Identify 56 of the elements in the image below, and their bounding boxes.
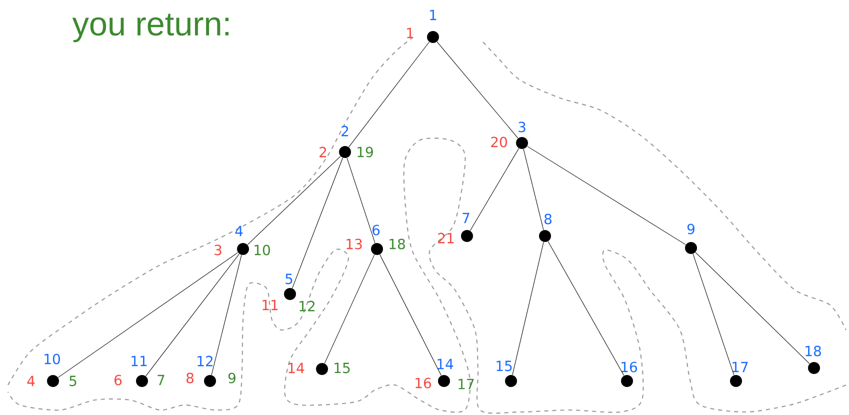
order-number: 17 bbox=[458, 378, 474, 390]
order-number: 11 bbox=[262, 300, 278, 310]
order-number: 2 bbox=[320, 146, 326, 158]
heading-text: you return: bbox=[72, 14, 229, 42]
node-number: 4 bbox=[235, 226, 243, 236]
order-number: 5 bbox=[70, 376, 76, 386]
tree-edge bbox=[380, 254, 442, 376]
tree-edge bbox=[211, 254, 242, 376]
order-number: 9 bbox=[228, 372, 236, 384]
order-number: 19 bbox=[358, 146, 373, 158]
order-number: 4 bbox=[27, 376, 35, 386]
node-number: 16 bbox=[622, 362, 638, 372]
tree-edge bbox=[146, 254, 240, 376]
order-number: 15 bbox=[334, 362, 350, 374]
node-number: 14 bbox=[438, 358, 454, 370]
node-number: 5 bbox=[286, 274, 292, 284]
order-number: 12 bbox=[300, 300, 314, 312]
tree-edge bbox=[346, 158, 376, 244]
node-number: 18 bbox=[806, 346, 821, 356]
tree-edge bbox=[58, 252, 238, 378]
node-number: 1 bbox=[430, 10, 436, 20]
tree-edge bbox=[324, 254, 375, 364]
node-number: 6 bbox=[372, 224, 380, 236]
order-number: 18 bbox=[390, 238, 405, 250]
order-number: 16 bbox=[416, 378, 431, 388]
tree-edge bbox=[527, 146, 686, 245]
order-number: 13 bbox=[346, 238, 362, 250]
order-number: 1 bbox=[407, 28, 414, 38]
node-number: 10 bbox=[44, 354, 60, 364]
tree-edge bbox=[292, 158, 343, 288]
node-number: 17 bbox=[732, 362, 748, 372]
node-number: 7 bbox=[462, 212, 470, 224]
tree-edge bbox=[470, 148, 520, 231]
tree-edge bbox=[548, 241, 624, 376]
node-number: 3 bbox=[518, 122, 526, 132]
order-number: 20 bbox=[491, 136, 507, 148]
order-number: 21 bbox=[438, 232, 454, 244]
node-number: 11 bbox=[132, 356, 147, 366]
tree-edge bbox=[247, 156, 341, 245]
order-number: 7 bbox=[158, 374, 164, 386]
order-number: 14 bbox=[288, 362, 304, 374]
tree-edge bbox=[348, 42, 430, 148]
node-number: 12 bbox=[198, 356, 212, 366]
tree-edge bbox=[436, 42, 518, 138]
order-number: 10 bbox=[254, 244, 270, 256]
order-number: 6 bbox=[114, 374, 122, 386]
node-number: 2 bbox=[342, 126, 348, 136]
tree-edge bbox=[512, 242, 544, 376]
node-number: 8 bbox=[544, 214, 552, 224]
tree-edge bbox=[523, 148, 544, 230]
node-number: 15 bbox=[496, 360, 512, 372]
order-number: 3 bbox=[214, 244, 222, 256]
tree-edge bbox=[692, 254, 734, 376]
node-number: 9 bbox=[687, 224, 694, 234]
order-number: 8 bbox=[186, 372, 194, 384]
tree-edge bbox=[695, 252, 810, 364]
